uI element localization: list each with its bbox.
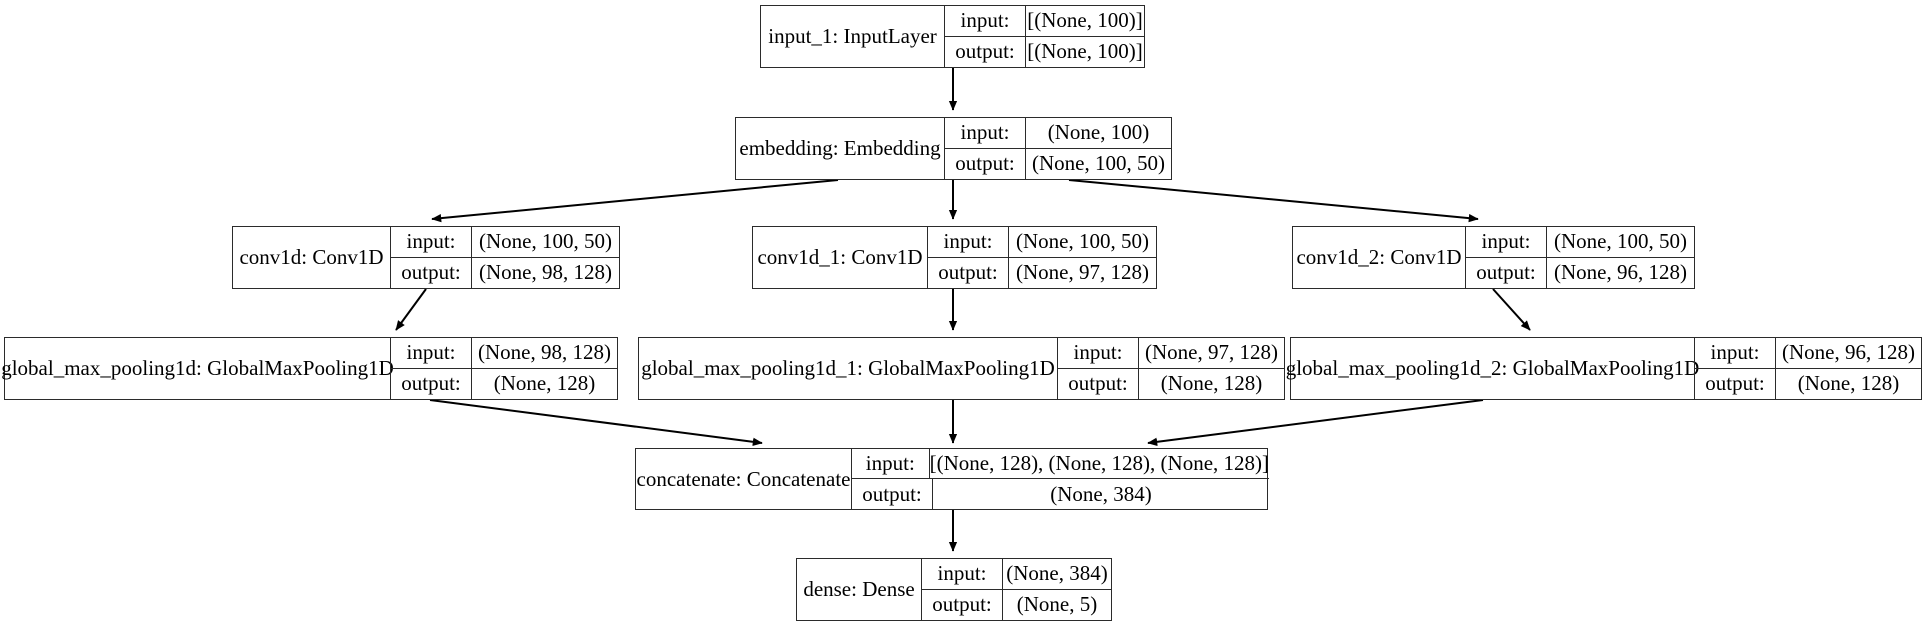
node-conv1d-io: input: (None, 100, 50) output: (None, 98…	[390, 227, 619, 288]
node-global_max_pooling1d_2-output-label: output:	[1705, 371, 1765, 396]
node-embedding-input-label: input:	[960, 120, 1010, 145]
node-global_max_pooling1d_2-input-shape: (None, 96, 128)	[1775, 338, 1921, 368]
node-embedding[interactable]: embedding: Embedding input: (None, 100) …	[735, 117, 1172, 180]
node-input_1-title: input_1: InputLayer	[768, 24, 937, 48]
node-concatenate-io: input: [(None, 128), (None, 128), (None,…	[851, 449, 1269, 509]
node-conv1d-input-label: input:	[406, 229, 456, 254]
node-conv1d_1-input-label: input:	[943, 229, 993, 254]
node-global_max_pooling1d_2-input-row: input: (None, 96, 128)	[1695, 338, 1921, 369]
node-input_1-output-shape: [(None, 100)]	[1025, 36, 1144, 67]
node-global_max_pooling1d_2[interactable]: global_max_pooling1d_2: GlobalMaxPooling…	[1285, 337, 1922, 400]
edge-embedding-conv1d	[431, 179, 839, 223]
node-global_max_pooling1d_2-title: global_max_pooling1d_2: GlobalMaxPooling…	[1285, 356, 1700, 380]
node-conv1d-input-row: input: (None, 100, 50)	[391, 227, 619, 258]
node-embedding-input-shape: (None, 100)	[1025, 118, 1171, 148]
edge-conv1d-global_max_pooling1d	[395, 288, 427, 331]
node-embedding-title: embedding: Embedding	[739, 136, 941, 160]
node-dense-output-row: output: (None, 5)	[922, 589, 1111, 620]
node-global_max_pooling1d_1-title: global_max_pooling1d_1: GlobalMaxPooling…	[641, 356, 1055, 380]
node-input_1[interactable]: input_1: InputLayer input: [(None, 100)]…	[760, 5, 1145, 68]
node-conv1d-output-shape: (None, 98, 128)	[471, 257, 619, 288]
node-conv1d_2[interactable]: conv1d_2: Conv1D input: (None, 100, 50) …	[1292, 226, 1695, 289]
node-dense-input-shape: (None, 384)	[1002, 559, 1111, 589]
edge-global_max_pooling1d-concatenate	[429, 399, 763, 446]
node-conv1d_1-title: conv1d_1: Conv1D	[757, 245, 923, 269]
node-conv1d[interactable]: conv1d: Conv1D input: (None, 100, 50) ou…	[232, 226, 620, 289]
node-conv1d_1-input-row: input: (None, 100, 50)	[928, 227, 1156, 258]
node-global_max_pooling1d_2-input-label: input:	[1710, 340, 1760, 365]
node-concatenate-output-label: output:	[862, 481, 922, 506]
node-dense-output-label: output:	[932, 592, 992, 617]
node-dense-title: dense: Dense	[803, 577, 915, 601]
node-dense-input-row: input: (None, 384)	[922, 559, 1111, 590]
node-global_max_pooling1d[interactable]: global_max_pooling1d: GlobalMaxPooling1D…	[1, 337, 618, 400]
node-embedding-io: input: (None, 100) output: (None, 100, 5…	[944, 118, 1171, 179]
node-conv1d_1-input-shape: (None, 100, 50)	[1008, 227, 1156, 257]
node-dense[interactable]: dense: Dense input: (None, 384) output: …	[796, 558, 1112, 621]
edge-embedding-conv1d_2	[1068, 179, 1479, 223]
node-conv1d_2-input-label: input:	[1481, 229, 1531, 254]
node-input_1-input-label: input:	[960, 8, 1010, 33]
node-embedding-output-label: output:	[955, 151, 1015, 176]
node-global_max_pooling1d-output-row: output: (None, 128)	[391, 368, 617, 399]
edge-conv1d_2-global_max_pooling1d_2	[1492, 288, 1531, 331]
node-global_max_pooling1d-input-row: input: (None, 98, 128)	[391, 338, 617, 369]
node-dense-input-label: input:	[937, 561, 987, 586]
node-global_max_pooling1d_1-io: input: (None, 97, 128) output: (None, 12…	[1057, 338, 1284, 399]
node-global_max_pooling1d_1-output-label: output:	[1068, 371, 1128, 396]
node-conv1d-input-shape: (None, 100, 50)	[471, 227, 619, 257]
node-conv1d_2-input-shape: (None, 100, 50)	[1546, 227, 1694, 257]
node-global_max_pooling1d_2-output-shape: (None, 128)	[1775, 368, 1921, 399]
node-global_max_pooling1d-input-shape: (None, 98, 128)	[471, 338, 617, 368]
node-concatenate-input-label: input:	[865, 451, 915, 475]
node-global_max_pooling1d_1-output-row: output: (None, 128)	[1058, 368, 1284, 399]
node-global_max_pooling1d-input-label: input:	[406, 340, 456, 365]
node-embedding-output-row: output: (None, 100, 50)	[945, 148, 1171, 179]
node-dense-output-shape: (None, 5)	[1002, 589, 1111, 620]
node-concatenate[interactable]: concatenate: Concatenate input: [(None, …	[635, 448, 1269, 510]
node-concatenate-input-row: input: [(None, 128), (None, 128), (None,…	[852, 449, 1269, 479]
node-concatenate-input-shape: [(None, 128), (None, 128), (None, 128)]	[928, 449, 1269, 478]
node-conv1d_2-input-row: input: (None, 100, 50)	[1466, 227, 1694, 258]
node-input_1-input-shape: [(None, 100)]	[1025, 6, 1144, 36]
node-global_max_pooling1d_2-io: input: (None, 96, 128) output: (None, 12…	[1694, 338, 1921, 399]
node-conv1d_1-output-shape: (None, 97, 128)	[1008, 257, 1156, 288]
node-conv1d_1-output-row: output: (None, 97, 128)	[928, 257, 1156, 288]
node-global_max_pooling1d-output-label: output:	[401, 371, 461, 396]
node-embedding-input-row: input: (None, 100)	[945, 118, 1171, 149]
node-global_max_pooling1d_1[interactable]: global_max_pooling1d_1: GlobalMaxPooling…	[638, 337, 1285, 400]
node-global_max_pooling1d-output-shape: (None, 128)	[471, 368, 617, 399]
node-conv1d_2-output-row: output: (None, 96, 128)	[1466, 257, 1694, 288]
node-global_max_pooling1d_2-output-row: output: (None, 128)	[1695, 368, 1921, 399]
node-conv1d_2-title: conv1d_2: Conv1D	[1296, 245, 1462, 269]
node-global_max_pooling1d_1-input-shape: (None, 97, 128)	[1138, 338, 1284, 368]
node-conv1d_2-io: input: (None, 100, 50) output: (None, 96…	[1465, 227, 1694, 288]
node-global_max_pooling1d-io: input: (None, 98, 128) output: (None, 12…	[390, 338, 617, 399]
node-conv1d_2-output-label: output:	[1476, 260, 1536, 285]
node-global_max_pooling1d_1-input-label: input:	[1073, 340, 1123, 365]
node-dense-io: input: (None, 384) output: (None, 5)	[921, 559, 1111, 620]
node-input_1-output-row: output: [(None, 100)]	[945, 36, 1144, 67]
node-global_max_pooling1d_1-output-shape: (None, 128)	[1138, 368, 1284, 399]
node-input_1-output-label: output:	[955, 39, 1015, 64]
node-concatenate-output-row: output: (None, 384)	[852, 479, 1269, 509]
node-conv1d-title: conv1d: Conv1D	[239, 245, 384, 269]
node-global_max_pooling1d_1-input-row: input: (None, 97, 128)	[1058, 338, 1284, 369]
node-conv1d_1[interactable]: conv1d_1: Conv1D input: (None, 100, 50) …	[752, 226, 1157, 289]
node-conv1d-output-row: output: (None, 98, 128)	[391, 257, 619, 288]
edge-global_max_pooling1d_2-concatenate	[1147, 399, 1484, 446]
node-embedding-output-shape: (None, 100, 50)	[1025, 148, 1171, 179]
node-input_1-input-row: input: [(None, 100)]	[945, 6, 1144, 37]
node-input_1-io: input: [(None, 100)] output: [(None, 100…	[944, 6, 1144, 67]
node-conv1d-output-label: output:	[401, 260, 461, 285]
node-concatenate-output-shape: (None, 384)	[932, 479, 1269, 509]
node-conv1d_1-output-label: output:	[938, 260, 998, 285]
node-conv1d_1-io: input: (None, 100, 50) output: (None, 97…	[927, 227, 1156, 288]
node-global_max_pooling1d-title: global_max_pooling1d: GlobalMaxPooling1D	[1, 356, 394, 380]
node-concatenate-title: concatenate: Concatenate	[636, 466, 851, 491]
node-conv1d_2-output-shape: (None, 96, 128)	[1546, 257, 1694, 288]
